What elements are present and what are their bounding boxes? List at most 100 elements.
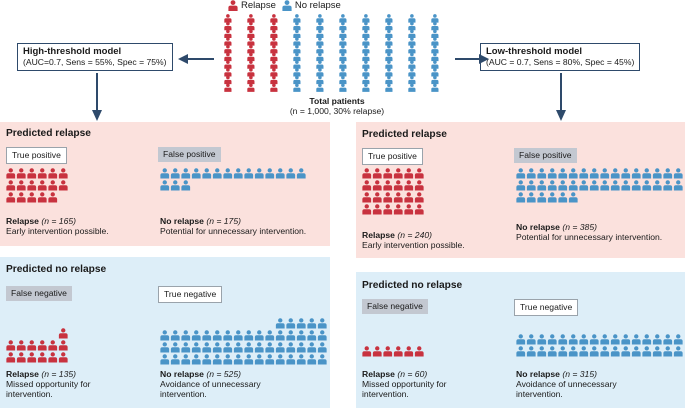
legend: Relapse No relapse [228, 0, 341, 11]
person-icon [579, 180, 589, 191]
high-model-title: High-threshold model [23, 46, 122, 57]
low-model-detail: (AUC = 0.7, Sens = 80%, Spec = 45%) [486, 57, 635, 67]
person-icon [631, 334, 641, 345]
total-detail: (n = 1,000, 30% relapse) [289, 106, 385, 116]
person-icon [293, 14, 301, 23]
person-icon [610, 168, 620, 179]
legend-no-relapse-label: No relapse [294, 0, 341, 11]
person-icon [663, 180, 673, 191]
high-tn-n: (n = 525) [206, 369, 241, 379]
person-icon [579, 334, 589, 345]
person-icon [254, 342, 264, 353]
person-icon [600, 334, 610, 345]
person-icon [316, 14, 324, 23]
legend-relapse-label: Relapse [241, 0, 276, 11]
person-icon [286, 168, 296, 179]
low-fp-tag: False positive [514, 148, 577, 163]
person-icon [610, 180, 620, 191]
person-icon [247, 37, 255, 46]
low-tp-n: (n = 240) [397, 230, 432, 240]
person-icon [212, 168, 222, 179]
person-icon [27, 352, 37, 363]
person-icon [537, 334, 547, 345]
total-patients-grid [224, 14, 439, 92]
low-tn-caption: No relapse (n = 315) Avoidance of unnece… [516, 369, 617, 399]
person-icon [408, 75, 416, 85]
person-icon [516, 180, 526, 191]
low-threshold-model-box: Low-threshold model (AUC = 0.7, Sens = 8… [480, 43, 641, 71]
person-icon [160, 180, 170, 191]
person-icon [362, 83, 370, 92]
person-icon [27, 340, 37, 351]
person-icon [181, 330, 191, 341]
person-icon [160, 168, 170, 179]
person-icon [244, 330, 254, 341]
person-icon [224, 75, 232, 85]
person-icon [558, 180, 568, 191]
total-caption: Total patients (n = 1,000, 30% relapse) [262, 96, 412, 116]
person-icon [6, 180, 16, 191]
person-icon [362, 14, 370, 23]
person-icon [296, 168, 306, 179]
person-icon [652, 346, 662, 357]
low-predicted-relapse-title: Predicted relapse [362, 129, 447, 140]
person-icon [673, 346, 683, 357]
person-icon [431, 37, 439, 46]
person-icon [526, 334, 536, 345]
person-icon [414, 168, 424, 179]
person-icon [48, 168, 58, 179]
person-icon [48, 180, 58, 191]
person-icon [316, 37, 324, 46]
person-icon [673, 168, 683, 179]
low-fn-tag: False negative [362, 299, 428, 314]
person-icon [372, 204, 382, 215]
person-icon [673, 180, 683, 191]
person-icon [181, 354, 191, 365]
person-icon [16, 180, 26, 191]
person-icon [223, 168, 233, 179]
person-icon [431, 44, 439, 54]
low-fp-n: (n = 385) [562, 222, 597, 232]
total-label: Total patients [309, 96, 365, 106]
person-icon [37, 192, 47, 203]
person-icon [393, 192, 403, 203]
person-icon [526, 168, 536, 179]
person-icon [362, 44, 370, 54]
person-icon [307, 342, 317, 353]
person-icon [547, 180, 557, 191]
person-icon [37, 168, 47, 179]
person-icon [170, 342, 180, 353]
person-icon [317, 330, 327, 341]
person-icon [224, 68, 232, 77]
person-icon [568, 334, 578, 345]
person-icon [408, 83, 416, 92]
person-icon [224, 60, 232, 69]
person-icon [275, 330, 285, 341]
person-icon [393, 346, 403, 357]
low-fp-label: No relapse [516, 222, 560, 232]
person-icon [293, 75, 301, 85]
person-icon [642, 334, 652, 345]
high-model-detail: (AUC=0.7, Sens = 55%, Spec = 75%) [23, 57, 167, 67]
person-icon [316, 60, 324, 69]
person-icon [247, 29, 255, 38]
person-icon [516, 346, 526, 357]
person-icon [652, 334, 662, 345]
person-icon [663, 334, 673, 345]
person-icon [385, 68, 393, 77]
person-icon [362, 75, 370, 85]
person-icon [16, 192, 26, 203]
person-icon [270, 60, 278, 69]
person-icon [383, 192, 393, 203]
high-tn-caption: No relapse (n = 525) Avoidance of unnece… [160, 369, 261, 399]
person-icon [404, 168, 414, 179]
person-icon [181, 342, 191, 353]
person-icon [385, 75, 393, 85]
person-icon [286, 330, 296, 341]
person-icon [58, 340, 68, 351]
person-icon [537, 168, 547, 179]
high-tp-label: Relapse [6, 216, 39, 226]
person-icon [275, 168, 285, 179]
person-icon [244, 354, 254, 365]
person-icon [316, 44, 324, 54]
